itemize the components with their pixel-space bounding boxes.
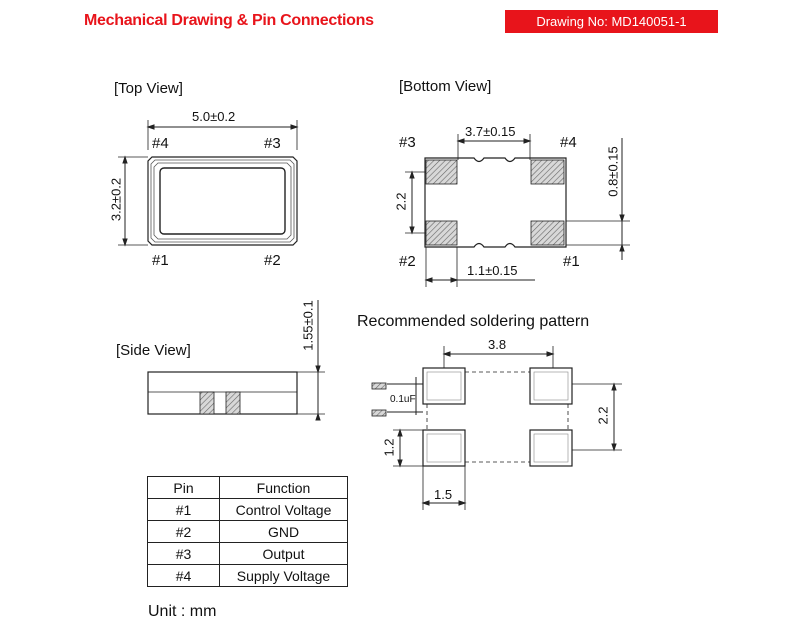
bottom-pin-3-label: #3 (399, 134, 416, 151)
drawing-number-badge: Drawing No: MD140051-1 (505, 10, 718, 33)
table-row: #4 Supply Voltage (147, 564, 348, 587)
unit-note: Unit : mm (148, 603, 217, 620)
solder-pattern-drawing (371, 346, 622, 510)
table-row: #1 Control Voltage (147, 498, 348, 521)
bottom-pin-2-label: #2 (399, 253, 416, 270)
page-title: Mechanical Drawing & Pin Connections (84, 12, 374, 29)
table-cell-function: Output (219, 542, 348, 565)
side-height-dimension: 1.55±0.1 (300, 300, 316, 351)
table-row: #2 GND (147, 520, 348, 543)
bottom-pitch-dimension: 3.7±0.15 (465, 124, 516, 139)
top-pin-4-label: #4 (152, 135, 169, 152)
table-cell-function: GND (219, 520, 348, 543)
top-height-dimension: 3.2±0.2 (108, 177, 124, 222)
table-cell-function: Control Voltage (219, 498, 348, 521)
bottom-view-drawing (405, 134, 630, 287)
bottom-pad-height-dimension: 0.8±0.15 (605, 146, 621, 197)
top-pin-1-label: #1 (152, 252, 169, 269)
table-cell-function: Supply Voltage (219, 564, 348, 587)
table-cell-pin: #2 (147, 520, 220, 543)
top-pin-2-label: #2 (264, 252, 281, 269)
bottom-pad-width-dimension: 1.1±0.15 (467, 263, 518, 278)
table-row: #3 Output (147, 542, 348, 565)
bottom-view-label: [Bottom View] (399, 78, 492, 95)
table-cell-pin: #4 (147, 564, 220, 587)
top-view-label: [Top View] (114, 80, 183, 97)
solder-pattern-label: Recommended soldering pattern (357, 313, 590, 330)
solder-pad-width-dimension: 1.5 (434, 487, 453, 502)
solder-pad-height-dimension: 1.2 (381, 438, 397, 457)
solder-pitch-dimension: 3.8 (488, 337, 507, 352)
side-view-drawing (147, 300, 325, 421)
table-header-row: Pin Function (147, 476, 348, 499)
pin-function-table: Pin Function #1 Control Voltage #2 GND #… (147, 476, 348, 587)
bottom-row-pitch-dimension: 2.2 (393, 192, 409, 211)
capacitor-value: 0.1uF (390, 394, 416, 405)
bottom-pin-4-label: #4 (560, 134, 577, 151)
table-header-pin: Pin (147, 476, 220, 499)
table-cell-pin: #3 (147, 542, 220, 565)
side-view-label: [Side View] (116, 342, 191, 359)
bottom-pin-1-label: #1 (563, 253, 580, 270)
table-header-function: Function (219, 476, 348, 499)
top-pin-3-label: #3 (264, 135, 281, 152)
top-width-dimension: 5.0±0.2 (192, 109, 236, 124)
top-view-drawing (118, 120, 299, 247)
table-cell-pin: #1 (147, 498, 220, 521)
solder-row-pitch-dimension: 2.2 (595, 406, 611, 425)
